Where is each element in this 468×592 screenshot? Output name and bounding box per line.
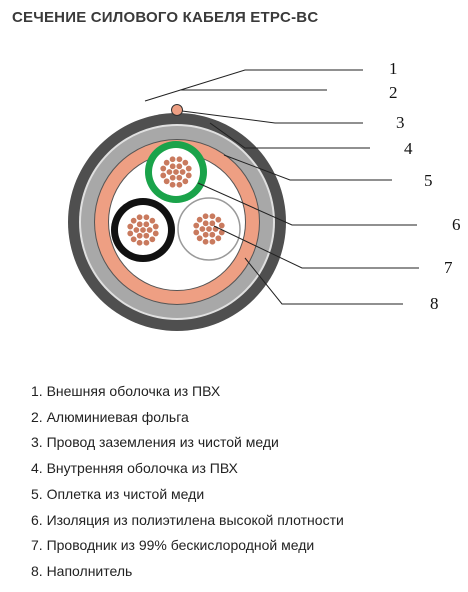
- copper-strand: [168, 155, 177, 163]
- copper-strand: [218, 221, 226, 230]
- legend-item: 7. Проводник из 99% бескислородной меди: [31, 537, 315, 554]
- copper-strand: [162, 177, 171, 186]
- copper-strand: [165, 168, 174, 176]
- copper-strand: [208, 219, 216, 227]
- leader-line-4: [209, 122, 370, 149]
- copper-strand: [162, 158, 171, 167]
- copper-strand: [185, 171, 193, 180]
- copper-strand: [185, 164, 193, 173]
- copper-strand: [142, 232, 150, 240]
- copper-strand: [201, 238, 210, 246]
- copper-strand: [181, 177, 190, 186]
- copper-strand: [152, 222, 160, 231]
- conductor-black: [111, 198, 175, 262]
- copper-strand: [126, 222, 134, 231]
- leader-line-7: [213, 225, 419, 269]
- ground-wire: [171, 104, 183, 116]
- copper-strand: [168, 181, 177, 189]
- legend-item: 1. Внешняя оболочка из ПВХ: [31, 383, 221, 399]
- legend-item: 3. Провод заземления из чистой меди: [31, 434, 279, 451]
- copper-strand: [126, 229, 134, 238]
- callout-4: 4: [404, 139, 413, 158]
- copper-strands-black: [126, 213, 160, 247]
- copper-strand: [159, 164, 167, 173]
- copper-strand: [175, 162, 183, 170]
- leader-line-1: [144, 69, 363, 102]
- copper-strand: [142, 220, 150, 228]
- copper-strand: [175, 174, 183, 182]
- copper-strand: [135, 213, 144, 221]
- copper-strand: [132, 226, 141, 234]
- copper-strands-white: [192, 212, 226, 246]
- legend-item: 4. Внутренняя оболочка из ПВХ: [31, 460, 238, 477]
- leader-line-6: [197, 182, 417, 226]
- copper-strand: [159, 171, 167, 180]
- leader-line-5: [223, 154, 392, 181]
- callout-6: 6: [452, 215, 461, 234]
- copper-strand: [201, 219, 210, 227]
- copper-strand: [175, 155, 184, 163]
- legend-item: 8. Наполнитель: [31, 562, 133, 579]
- callout-3: 3: [396, 113, 405, 132]
- copper-strand: [135, 232, 144, 240]
- copper-strand: [129, 235, 138, 244]
- copper-strand: [198, 225, 207, 233]
- copper-strand: [178, 168, 187, 176]
- copper-strand: [135, 220, 144, 228]
- legend-item: 6. Изоляция из полиэтилена высокой плотн…: [31, 511, 344, 528]
- conductor-green: [145, 141, 207, 203]
- copper-strand: [135, 239, 144, 247]
- callout-5: 5: [424, 171, 433, 190]
- leader-line-8: [244, 257, 403, 305]
- conductor-white: [177, 197, 241, 261]
- diagram-title: СЕЧЕНИЕ СИЛОВОГО КАБЕЛЯ ETPC-BC: [12, 9, 319, 26]
- copper-strand: [201, 231, 210, 239]
- callout-7: 7: [444, 258, 453, 277]
- copper-strand: [145, 226, 154, 234]
- copper-strand: [142, 239, 151, 247]
- copper-strand: [142, 213, 151, 221]
- copper-strand: [208, 212, 217, 220]
- copper-strand: [129, 216, 138, 225]
- copper-strand: [152, 229, 160, 238]
- callout-1: 1: [389, 59, 398, 78]
- copper-strand: [195, 234, 204, 243]
- copper-strand: [148, 235, 157, 244]
- legend-item: 5. Оплетка из чистой меди: [31, 485, 205, 502]
- copper-strand: [168, 162, 177, 170]
- copper-strand: [148, 216, 157, 225]
- callout-2: 2: [389, 83, 398, 102]
- copper-strand: [192, 228, 200, 237]
- leader-line-3: [181, 110, 363, 124]
- legend-item: 2. Алюминиевая фольга: [31, 408, 189, 425]
- copper-strand: [208, 231, 216, 239]
- callout-8: 8: [430, 294, 439, 313]
- copper-strand: [208, 238, 217, 246]
- legend-list: 1. Внешняя оболочка из ПВХ 2. Алюминиева…: [31, 379, 344, 585]
- copper-strand: [168, 174, 177, 182]
- copper-strand: [201, 212, 210, 220]
- copper-strand: [175, 181, 184, 189]
- copper-strand: [214, 234, 223, 243]
- copper-strand: [181, 158, 190, 167]
- copper-strand: [192, 221, 200, 230]
- copper-strand: [195, 215, 204, 224]
- copper-strand: [214, 215, 223, 224]
- copper-strands-green: [159, 155, 193, 189]
